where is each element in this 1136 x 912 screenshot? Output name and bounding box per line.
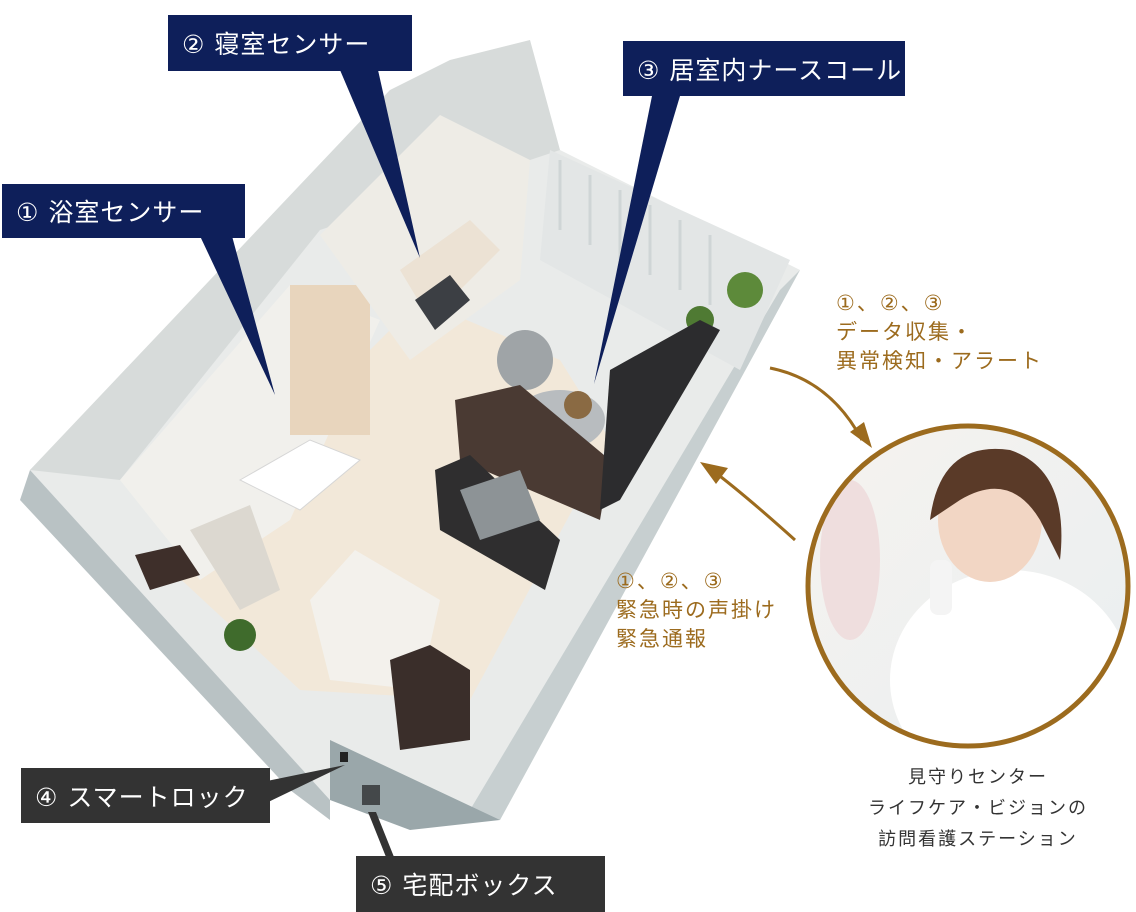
plant-icon	[727, 272, 763, 308]
arrow-to-room	[711, 468, 797, 542]
entrance-side	[330, 740, 500, 830]
callout-nurse-call: ③ 居室内ナースコール	[623, 41, 905, 96]
balcony	[540, 150, 790, 370]
pointer-smart-lock	[262, 765, 345, 805]
flow-to-center-text: ①、②、③ データ収集・ 異常検知・アラート	[836, 289, 1043, 376]
washstand-counter	[135, 545, 200, 590]
right-wall	[470, 270, 800, 820]
photo-frame-ring	[805, 423, 1131, 749]
shower-floor	[190, 505, 280, 610]
flow-to-center-line2: データ収集・	[836, 320, 974, 344]
balcony-railing	[558, 160, 712, 305]
flow-to-center-line1: ①、②、③	[836, 291, 945, 315]
smart-lock-device	[340, 752, 348, 762]
flow-to-room-text: ①、②、③ 緊急時の声掛け 緊急通報	[616, 567, 777, 654]
bath-wall-panel	[290, 285, 370, 435]
front-base	[20, 470, 330, 820]
caption-line2: ライフケア・ビジョンの	[868, 798, 1088, 819]
bed-blanket	[415, 275, 470, 330]
armchair	[497, 330, 553, 390]
bookshelf	[600, 320, 720, 510]
monitoring-center-caption: 見守りセンター ライフケア・ビジョンの 訪問看護ステーション	[848, 762, 1108, 855]
callout-bedroom-sensor: ② 寝室センサー	[168, 15, 412, 71]
shoe-cabinet	[390, 645, 470, 750]
side-table	[564, 391, 592, 419]
flow-to-center-line3: 異常検知・アラート	[836, 349, 1043, 373]
pointer-bathroom-sensor	[200, 236, 275, 395]
flow-to-room-line2: 緊急時の声掛け	[616, 598, 777, 622]
kitchen-counter	[455, 385, 610, 520]
callout-bathroom-sensor: ① 浴室センサー	[2, 184, 245, 238]
bathtub	[238, 439, 361, 511]
arrowhead-to-room-icon	[700, 462, 728, 484]
bedroom	[320, 115, 530, 360]
arrowhead-to-center-icon	[850, 422, 872, 448]
arrow-to-center	[769, 366, 864, 441]
pointer-bedroom-sensor	[340, 70, 420, 258]
delivery-box-device	[362, 785, 380, 805]
caption-line1: 見守りセンター	[908, 767, 1048, 788]
callout-delivery-box: ⑤ 宅配ボックス	[356, 856, 605, 912]
flow-to-room-line1: ①、②、③	[616, 569, 725, 593]
sink	[460, 470, 540, 540]
pointer-delivery-box	[368, 812, 396, 862]
flow-to-room-line3: 緊急通報	[616, 627, 708, 651]
callout-smart-lock: ④ スマートロック	[21, 768, 270, 823]
pointer-nurse-call	[594, 96, 680, 384]
plant-icon	[224, 619, 256, 651]
caption-line3: 訪問看護ステーション	[878, 829, 1078, 850]
